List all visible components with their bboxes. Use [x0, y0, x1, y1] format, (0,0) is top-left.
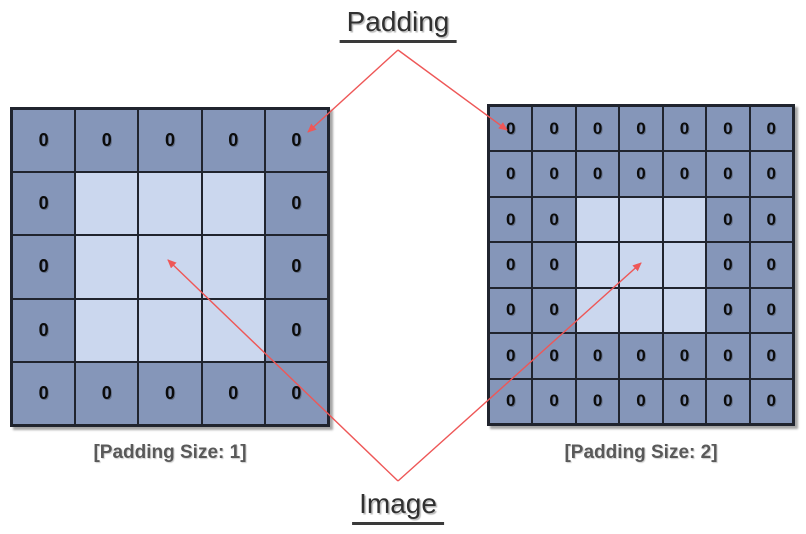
padding-cell: 0	[662, 333, 707, 379]
image-cell	[138, 172, 202, 236]
padding-cell: 0	[749, 242, 793, 288]
image-cell	[662, 287, 707, 334]
padding-cell: 0	[532, 242, 576, 288]
padding-cell: 0	[706, 106, 750, 152]
padding-cell: 0	[706, 378, 750, 424]
padding-cell: 0	[749, 287, 793, 334]
padding-cell: 0	[662, 106, 707, 152]
padding-cell: 0	[489, 196, 533, 243]
image-label: Image	[352, 488, 444, 525]
padding-label-text: Padding	[339, 6, 457, 43]
padding-cell: 0	[749, 106, 793, 152]
padding-cell: 0	[12, 109, 76, 173]
padding-cell: 0	[75, 109, 139, 173]
padding-cell: 0	[75, 361, 139, 425]
padding-cell: 0	[575, 333, 620, 379]
padding-cell: 0	[264, 109, 328, 173]
image-cell	[75, 235, 139, 299]
padding-cell: 0	[489, 106, 533, 152]
caption-padding-size-1: [Padding Size: 1]	[93, 442, 247, 463]
image-cell	[575, 287, 620, 334]
padding-cell: 0	[12, 298, 76, 362]
padding-cell: 0	[619, 151, 663, 197]
padding-cell: 0	[706, 242, 750, 288]
padding-cell: 0	[706, 333, 750, 379]
padding-cell: 0	[12, 172, 76, 236]
image-label-text: Image	[352, 488, 444, 525]
image-cell	[138, 298, 202, 362]
padding-cell: 0	[749, 333, 793, 379]
padding-cell: 0	[201, 361, 265, 425]
image-cell	[619, 196, 663, 243]
padding-cell: 0	[264, 172, 328, 236]
caption-padding-size-2: [Padding Size: 2]	[564, 442, 718, 463]
padding-cell: 0	[575, 378, 620, 424]
padding-cell: 0	[619, 333, 663, 379]
padding-cell: 0	[489, 242, 533, 288]
padding-cell: 0	[264, 298, 328, 362]
padding-cell: 0	[706, 196, 750, 243]
padding-cell: 0	[12, 235, 76, 299]
image-cell	[619, 287, 663, 334]
padding-cell: 0	[532, 196, 576, 243]
image-cell	[575, 242, 620, 288]
padding-cell: 0	[619, 106, 663, 152]
padding-cell: 0	[532, 151, 576, 197]
image-cell	[75, 298, 139, 362]
padding-cell: 0	[749, 378, 793, 424]
padding-cell: 0	[264, 235, 328, 299]
padding-cell: 0	[264, 361, 328, 425]
padding-cell: 0	[532, 287, 576, 334]
padding-cell: 0	[662, 378, 707, 424]
image-cell	[138, 235, 202, 299]
image-cell	[201, 298, 265, 362]
image-cell	[575, 196, 620, 243]
padding-cell: 0	[489, 333, 533, 379]
padding-cell: 0	[532, 333, 576, 379]
padding-cell: 0	[575, 151, 620, 197]
padding-cell: 0	[749, 151, 793, 197]
image-cell	[201, 172, 265, 236]
padding-cell: 0	[619, 378, 663, 424]
padding-cell: 0	[532, 106, 576, 152]
padding-cell: 0	[706, 287, 750, 334]
padding-label: Padding	[339, 6, 457, 43]
image-cell	[662, 196, 707, 243]
padding-cell: 0	[12, 361, 76, 425]
padding-cell: 0	[532, 378, 576, 424]
padding-cell: 0	[662, 151, 707, 197]
image-cell	[201, 235, 265, 299]
padding-cell: 0	[138, 109, 202, 173]
padding-cell: 0	[489, 151, 533, 197]
image-cell	[662, 242, 707, 288]
padding-cell: 0	[489, 287, 533, 334]
image-cell	[75, 172, 139, 236]
image-cell	[619, 242, 663, 288]
padding-cell: 0	[749, 196, 793, 243]
padding-cell: 0	[575, 106, 620, 152]
padding-cell: 0	[201, 109, 265, 173]
padding-cell: 0	[138, 361, 202, 425]
padding-cell: 0	[489, 378, 533, 424]
padding-cell: 0	[706, 151, 750, 197]
